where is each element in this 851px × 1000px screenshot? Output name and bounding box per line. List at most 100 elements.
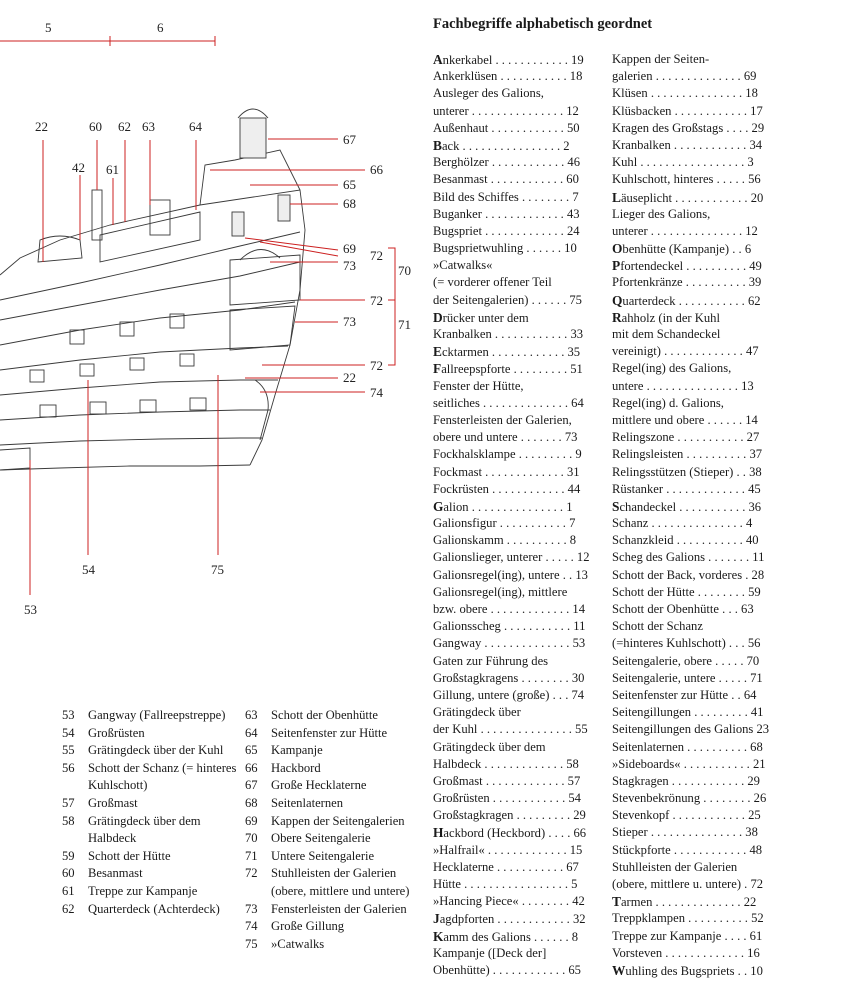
index-entry: Scheg des Galions . . . . . . . 11 [612,550,765,565]
index-entry: der Seitengalerien) . . . . . . 75 [433,292,582,307]
index-entry: unterer . . . . . . . . . . . . . . . 12 [433,103,579,118]
index-entry: Fallreepspforte . . . . . . . . . 51 [433,361,583,377]
index-entry: Kuhlschott, hinteres . . . . . 56 [612,172,761,187]
legend-number: 64 [245,725,258,740]
legend-number: 69 [245,813,258,828]
label-62: 62 [118,119,131,134]
index-entry: Jagdpforten . . . . . . . . . . . . 32 [433,911,586,927]
index-entry: Kuhl . . . . . . . . . . . . . . . . . 3 [612,155,754,170]
legend-number: 63 [245,708,258,722]
legend-text: Besanmast [88,866,143,881]
legend-text: Grätingdeck über dem Halbdeck [88,813,201,846]
legend-number: 72 [245,866,258,881]
legend-text: Hackbord [271,760,321,775]
label-75: 75 [211,562,224,577]
index-entry: Kranbalken . . . . . . . . . . . . 33 [433,327,584,341]
index-entry: Kappen der Seiten- [612,52,710,66]
index-entry: Ankerklüsen . . . . . . . . . . . 18 [433,69,583,84]
legend-text: Gangway (Fallreepstreppe) [88,708,226,722]
index-entry: Galionslieger, unterer . . . . . 12 [433,550,590,565]
index-entry: »Sideboards« . . . . . . . . . . . 21 [612,756,766,771]
index-entry: mit dem Schandeckel [612,327,721,341]
index-entry: seitliches . . . . . . . . . . . . . . 6… [433,395,584,410]
legend-text: Fensterleisten der Galerien [271,901,407,916]
index-entry: (=hinteres Kuhlschott) . . . 56 [612,636,761,651]
index-entry: Fockhalsklampe . . . . . . . . . 9 [433,447,582,462]
hull [0,108,306,471]
index-entry: Treppe zur Kampanje . . . . 61 [612,928,763,943]
index-entry: Schott der Schanz [612,619,703,634]
legend-text: Großrüsten [88,725,145,740]
label-22-right: 22 [343,370,356,385]
index-entry: Relingsleisten . . . . . . . . . . 37 [612,447,763,462]
legend-item: 60 Besanmast [62,865,242,883]
legend-text: Große Hecklaterne [271,778,367,793]
legend-item: 67 Große Hecklaterne [245,777,430,795]
label-73-a: 73 [343,258,356,273]
index-entry: Galion . . . . . . . . . . . . . . . 1 [433,498,573,514]
legend-number: 71 [245,848,258,863]
index-entry: Relingsstützen (Stieper) . . 38 [612,464,762,479]
index-entry: Besanmast . . . . . . . . . . . . 60 [433,172,579,187]
index-entry: Grätingdeck über [433,705,521,720]
index-entry: Stückpforte . . . . . . . . . . . . 48 [612,842,763,857]
label-69: 69 [343,241,356,256]
legend-number: 57 [62,795,75,810]
label-5: 5 [45,20,52,35]
label-42: 42 [72,160,85,175]
index-entry: Bugsprietwuhling . . . . . . 10 [433,241,577,256]
index-entry: Großrüsten . . . . . . . . . . . . 54 [433,791,581,806]
legend-number: 61 [62,883,75,898]
index-entry: Läuseplicht . . . . . . . . . . . . 20 [612,189,764,205]
index-entry: Schanzkleid . . . . . . . . . . . 40 [612,533,759,548]
index-entry: »Hancing Piece« . . . . . . . . 42 [433,894,585,909]
top-bracket: 5 6 [0,20,216,46]
index-entry: Relingszone . . . . . . . . . . . 27 [612,430,760,445]
index-entry: Bugspriet . . . . . . . . . . . . . 24 [433,223,580,238]
legend-text: Große Gillung [271,919,345,934]
index-entry: Galionsfigur . . . . . . . . . . . 7 [433,516,576,531]
label-61: 61 [106,162,119,177]
ship-illustration: 5 6 [0,20,411,617]
legend-number: 73 [245,901,258,916]
index-entry: Pfortenkränze . . . . . . . . . . 39 [612,275,762,290]
index-entry: Kragen des Großstags . . . . 29 [612,120,765,135]
label-74: 74 [370,385,384,400]
index-entry: Schandeckel . . . . . . . . . . . 36 [612,498,762,514]
index-entry: Schott der Back, vorderes . 28 [612,567,765,582]
index-entry: Schott der Obenhütte . . . 63 [612,602,754,616]
legend-number: 67 [245,778,258,793]
legend-text: Schott der Hütte [88,848,171,863]
legend-item: 54 Großrüsten [62,725,242,743]
index-entry: Ausleger des Galions, [433,86,544,101]
index-column-2: Kappen der Seiten-galerien . . . . . . .… [612,51,788,979]
legend-number: 54 [62,725,75,740]
legend-item: 75»Catwalks [245,936,430,954]
index-entry: Bild des Schiffes . . . . . . . . 7 [433,189,579,204]
index-entry: Rüstanker . . . . . . . . . . . . . 45 [612,481,761,496]
index-entry: Stevenbekrönung . . . . . . . . 26 [612,791,767,806]
legend-item: 73 Fensterleisten der Galerien [245,901,430,919]
index-entry: Fockmast . . . . . . . . . . . . . 31 [433,464,580,479]
legend-number: 60 [62,866,75,881]
index-entry: Schott der Hütte . . . . . . . . 59 [612,584,761,599]
legend-text: Obere Seitengalerie [271,831,371,846]
legend-number: 68 [245,795,258,810]
label-66: 66 [370,162,384,177]
index-entry: Gillung, untere (große) . . . 74 [433,687,585,702]
label-60: 60 [89,119,102,134]
legend-number: 56 [62,760,75,775]
index-entry: »Halfrail« . . . . . . . . . . . . . 15 [433,842,583,857]
index-entry: Gangway . . . . . . . . . . . . . . 53 [433,636,586,651]
legend-text: Untere Seitengalerie [271,848,375,863]
index-entry: Hütte . . . . . . . . . . . . . . . . . … [433,877,578,891]
index-entry: vereinigt) . . . . . . . . . . . . . 47 [612,344,759,359]
label-64: 64 [189,119,203,134]
index-entry: Kampanje ([Deck der] [433,945,547,960]
index-entry: Stuhlleisten der Galerien [612,859,738,874]
